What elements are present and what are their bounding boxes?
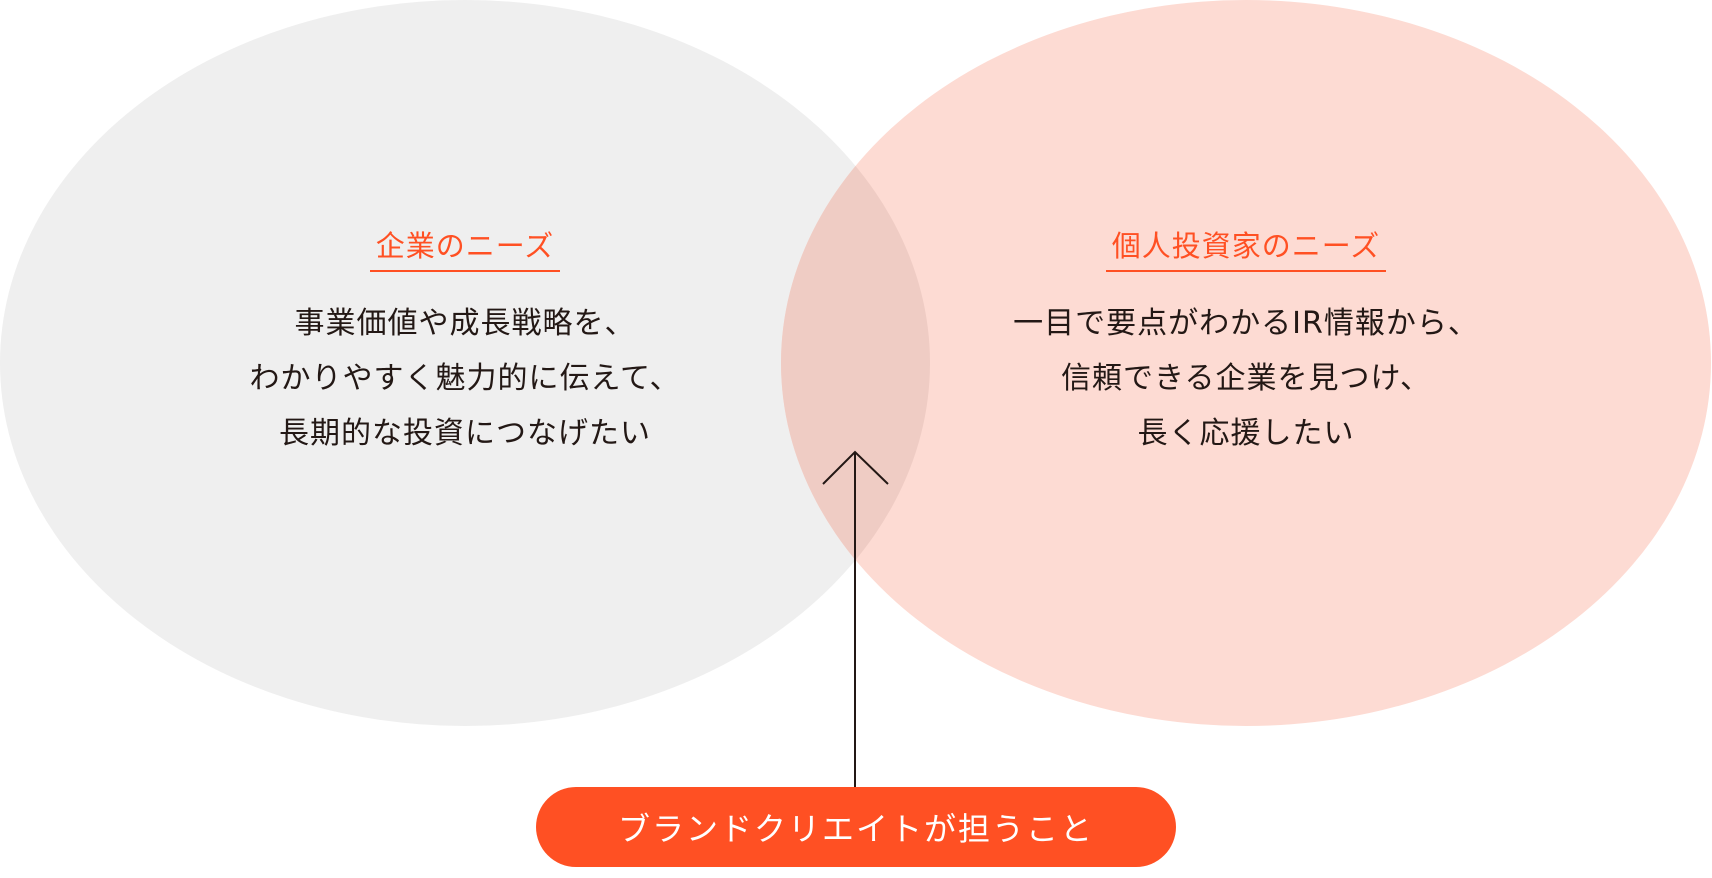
investor-needs: 個人投資家のニーズ 一目で要点がわかるIR情報から、 信頼できる企業を見つけ、 … bbox=[946, 226, 1546, 461]
investor-needs-line: 長く応援したい bbox=[1137, 416, 1355, 451]
investor-needs-line: 信頼できる企業を見つけ、 bbox=[1061, 361, 1431, 396]
company-needs-line: 長期的な投資につなげたい bbox=[279, 416, 651, 451]
investor-needs-line: 一目で要点がわかるIR情報から、 bbox=[1013, 306, 1479, 341]
company-needs-circle bbox=[0, 0, 930, 726]
investor-needs-heading: 個人投資家のニーズ bbox=[1105, 226, 1387, 272]
arrow-up-icon bbox=[822, 450, 889, 787]
company-needs-heading: 企業のニーズ bbox=[369, 226, 561, 272]
company-needs: 企業のニーズ 事業価値や成長戦略を、 わかりやすく魅力的に伝えて、 長期的な投資… bbox=[165, 226, 765, 461]
company-needs-text: 事業価値や成長戦略を、 わかりやすく魅力的に伝えて、 長期的な投資につなげたい bbox=[165, 296, 765, 461]
brand-create-role-badge: ブランドクリエイトが担うこと bbox=[536, 787, 1176, 867]
company-needs-line: 事業価値や成長戦略を、 bbox=[294, 306, 636, 341]
investor-needs-circle bbox=[781, 0, 1711, 726]
company-needs-line: わかりやすく魅力的に伝えて、 bbox=[249, 361, 681, 396]
investor-needs-text: 一目で要点がわかるIR情報から、 信頼できる企業を見つけ、 長く応援したい bbox=[946, 296, 1546, 461]
